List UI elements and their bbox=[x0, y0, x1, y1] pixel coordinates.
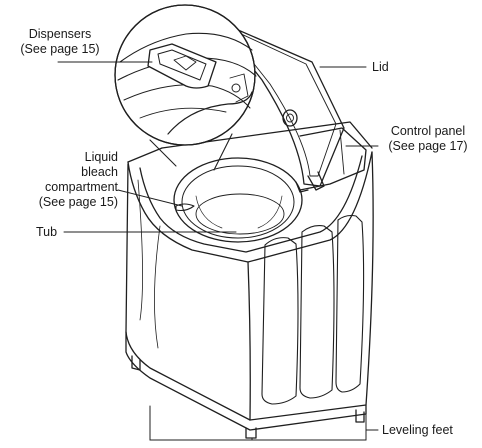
label-liquid-bleach-line3: compartment bbox=[45, 180, 118, 194]
washer-cabinet bbox=[125, 121, 374, 439]
label-liquid-bleach-line2: bleach bbox=[81, 165, 118, 179]
label-liquid-bleach: Liquid bleach compartment (See page 15) bbox=[8, 150, 118, 210]
label-control-panel-line2: (See page 17) bbox=[388, 139, 468, 153]
tub-opening bbox=[173, 157, 303, 243]
label-tub: Tub bbox=[36, 225, 58, 239]
control-panel bbox=[282, 109, 367, 191]
label-dispensers-line2: (See page 15) bbox=[20, 42, 100, 56]
label-dispensers: Dispensers (See page 15) bbox=[4, 27, 116, 57]
label-liquid-bleach-line1: Liquid bbox=[84, 150, 118, 164]
leader-liquid-bleach bbox=[117, 189, 183, 207]
leader-lines bbox=[57, 61, 379, 441]
washer-lid bbox=[214, 19, 345, 193]
dispenser-magnifier bbox=[114, 4, 257, 171]
label-leveling-feet: Leveling feet bbox=[382, 423, 453, 437]
label-lid: Lid bbox=[372, 60, 389, 74]
label-dispensers-line1: Dispensers bbox=[28, 27, 92, 41]
bleach-compartment-slot bbox=[175, 203, 195, 212]
label-control-panel: Control panel (See page 17) bbox=[378, 124, 478, 154]
label-control-panel-line1: Control panel bbox=[390, 124, 466, 138]
label-liquid-bleach-line4: (See page 15) bbox=[38, 195, 118, 209]
